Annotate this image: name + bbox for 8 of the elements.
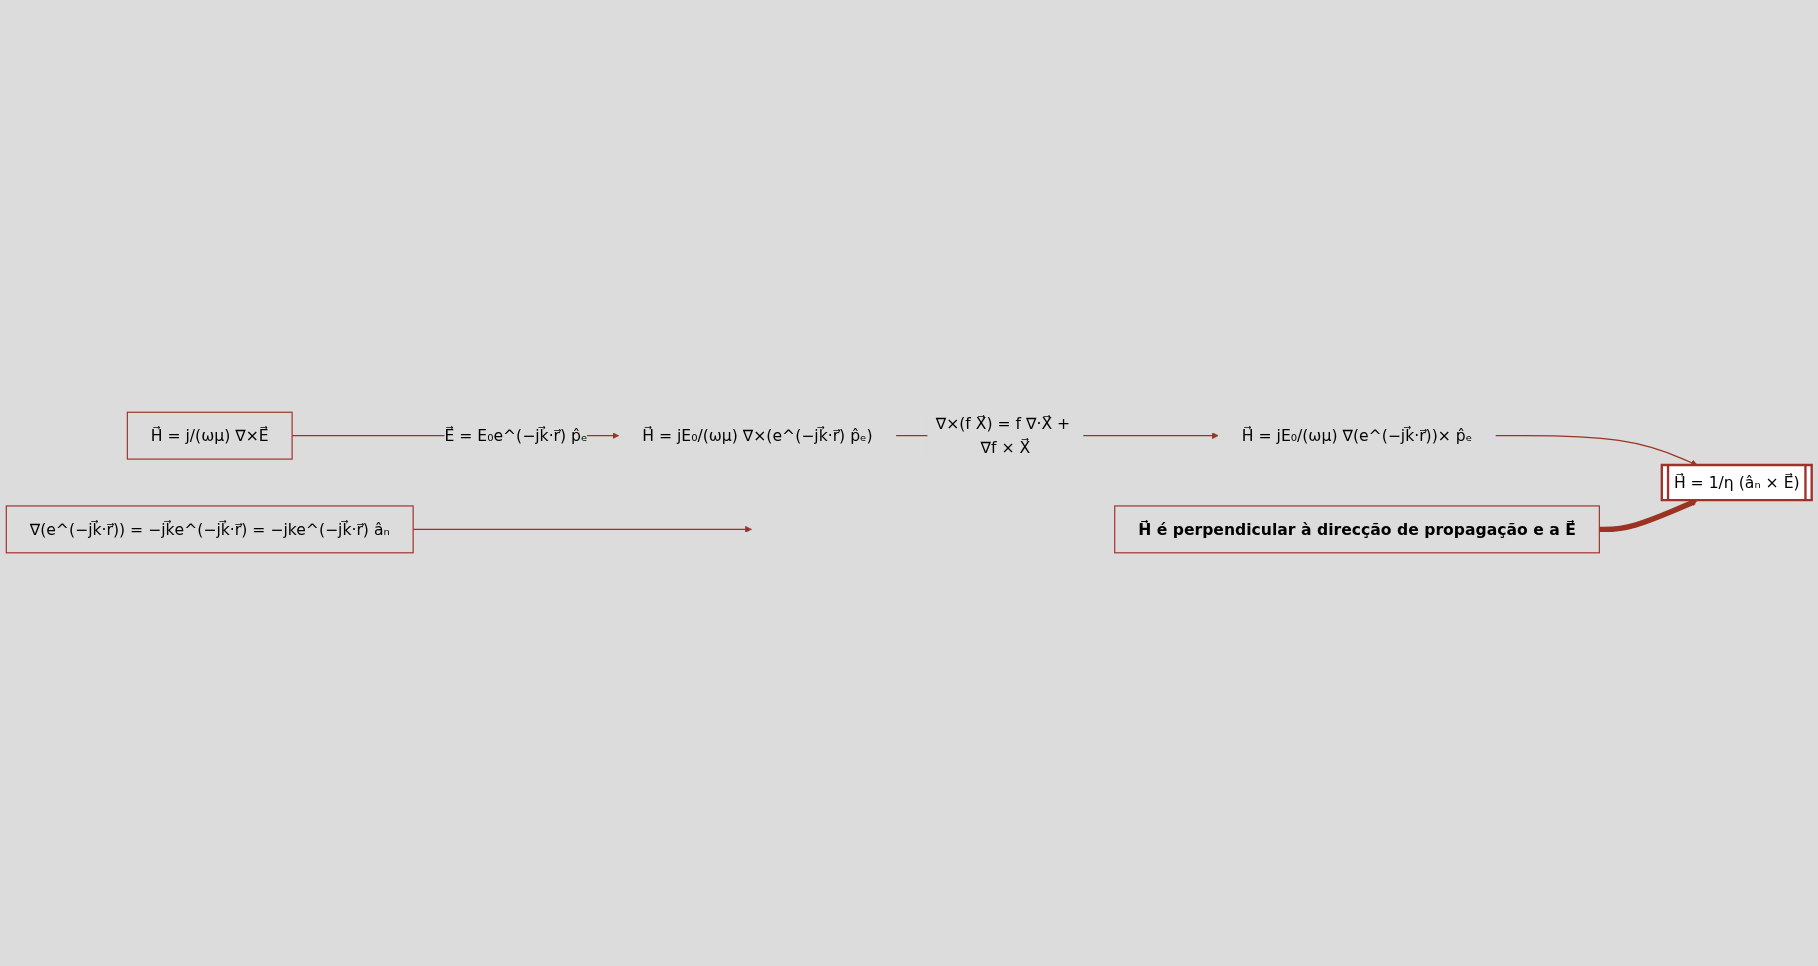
- arrow: [412, 526, 752, 534]
- node-text: H⃗ = jE₀/(ωμ) ∇×(e^(−jk⃗·r⃗) p̂ₑ): [642, 426, 873, 446]
- node-box: ∇(e^(−jk⃗·r⃗)) = −jk⃗e^(−jk⃗·r⃗) = −jke^(−jk⃗·r⃗) âₙ: [5, 505, 414, 554]
- edge-label: ∇×(f X⃗) = f ∇·X⃗ + ∇f × X⃗: [935, 415, 1071, 458]
- node-box: H⃗ é perpendicular à direcção de propagação e a E⃗: [1114, 505, 1600, 554]
- node-text: H⃗ = jE₀/(ωμ) ∇(e^(−jk⃗·r⃗))× p̂ₑ: [1241, 426, 1473, 446]
- edge-label: E⃗ = E₀e^(−jk⃗·r⃗) p̂ₑ: [444, 426, 588, 446]
- node-box: H⃗ = j/(ωμ) ∇×E⃗: [126, 412, 293, 461]
